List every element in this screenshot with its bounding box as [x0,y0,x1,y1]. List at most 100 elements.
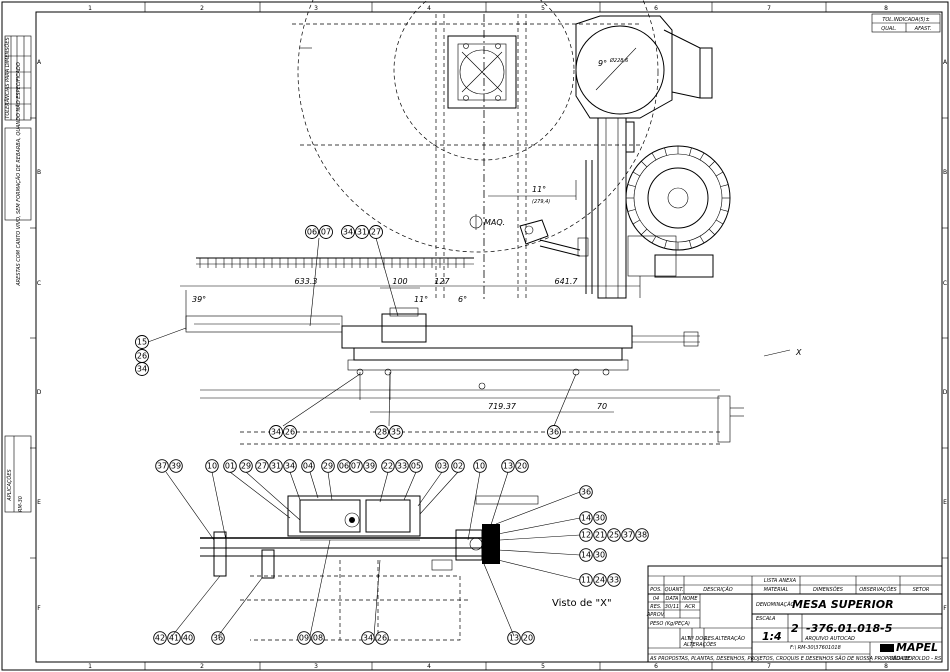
section-balloon-right-30-circle [593,511,607,525]
section-balloon-right-14: 14 [581,551,591,560]
section-balloon-top-37: 37 [157,462,167,471]
gear-tooth [632,171,641,177]
balloon-26b: 26 [285,428,295,437]
escala-value: 1:4 [762,630,782,643]
section-balloon-right-30: 30 [595,514,605,523]
zone-col-4: 4 [427,5,431,12]
section-balloon-top-27: 27 [257,462,267,471]
zone-row-c: C [37,280,41,287]
gear-tooth [627,184,636,187]
gear-tooth [708,161,715,168]
section-balloon-top-01: 01 [225,462,235,471]
section-balloon-bottom-34: 34 [363,634,373,643]
denominacao-label: DENOMINAÇÃO [756,601,795,608]
toothed-strip [196,257,474,268]
gear-tooth [664,240,667,249]
balloon-27: 27 [371,228,381,237]
zone-ticks [30,2,948,670]
balloon-34: 34 [343,228,353,237]
upper-housing [447,35,517,109]
section-balloon-top-39-circle [169,459,183,473]
section-balloon-right-25: 25 [609,531,619,540]
section-balloon-right-25-circle [607,528,621,542]
angle-39: 39° [192,295,206,304]
top-balloons: 06 07 34 31 27 15 26 34 34 26 28 35 36 [135,225,561,439]
gear-tooth [699,152,705,161]
balloon-34-26-lower: 34 26 [269,425,297,439]
zone-col-7: 7 [767,5,771,12]
zone-col-3-bottom: 3 [314,663,318,670]
tolerance-qual: QUAL. [881,26,896,32]
section-balloon-top-31-circle [269,459,283,473]
angle-6: 6° [458,295,467,304]
section-balloon-top-33-circle [395,459,409,473]
balloon-28: 28 [377,428,387,437]
balloon-31: 31 [357,228,367,237]
section-balloon-top-39: 39 [365,462,375,471]
balloon-36: 36 [549,428,559,437]
zone-col-2: 2 [200,5,204,12]
gear-tooth [651,152,657,161]
zone-row-b-right: B [943,169,947,176]
cl-label: MAQ. [484,218,505,227]
company-name: MAPEL [896,641,938,654]
balloon-35: 35 [391,428,401,437]
section-balloon-right-24: 24 [595,576,605,585]
zone-row-e: E [37,499,41,506]
arquivo-label: ARQUIVO AUTOCAD [804,636,855,642]
gear-tooth [720,184,729,187]
section-balloon-bottom-34-circle [361,631,375,645]
zone-row-f: F [37,605,41,612]
company-city: SÃO LEOPOLDO - RS [890,655,942,662]
section-leaders [165,471,581,637]
zone-col-3: 3 [314,5,318,12]
section-balloon-right-30: 30 [595,551,605,560]
balloon-26: 26 [137,352,147,361]
zone-col-8: 8 [884,5,888,12]
balloon-06-07: 06 07 [305,225,333,239]
section-balloon-top-03: 03 [437,462,447,471]
gear-tooth [641,161,648,168]
hdr-observacoes: OBSERVAÇÕES [859,586,897,593]
zone-col-1: 1 [88,5,92,12]
section-balloon-bottom-40: 40 [183,634,193,643]
section-balloon-bottom-36-circle [211,631,225,645]
section-balloon-top-29: 29 [323,462,333,471]
gear-tooth [715,171,724,177]
zone-row-d: D [37,389,42,396]
section-balloon-bottom-26-circle [375,631,389,645]
dim-641: 641.7 [555,277,579,286]
tolerance-title: TOL.INDICADA(5)± [882,17,929,23]
section-balloon-bottom-40-circle [181,631,195,645]
section-balloon-top-31: 31 [271,462,281,471]
section-balloon-bottom-09-circle [297,631,311,645]
phantom-machine-outline [292,0,659,300]
balloon-06: 06 [307,228,317,237]
gear-tooth [627,209,636,212]
zone-col-6: 6 [654,5,658,12]
zone-row-b: B [37,169,41,176]
alteracoes-label: ALTERAÇÕES [683,641,718,648]
section-view: Visto de "X" [200,495,612,641]
zone-row-e-right: E [943,499,947,506]
rev-data: DATA [666,596,680,602]
lista-anexa: LISTA ANEXA [764,578,797,584]
zone-row-d-right: D [943,389,948,396]
zone-row-f-right: F [943,605,947,612]
section-balloon-top-10: 10 [207,462,217,471]
section-balloon-top-29: 29 [241,462,251,471]
section-balloon-right-30-circle [593,548,607,562]
vertical-column [585,117,714,299]
zone-col-5-bottom: 5 [541,663,545,670]
balloon-34-31-27: 34 31 27 [341,225,383,239]
section-balloon-bottom-09: 09 [299,634,309,643]
section-balloon-top-39-circle [363,459,377,473]
gear-tooth [689,147,692,156]
dim-11-top: 11° (279,4) [488,180,577,205]
rev-res: RES. [650,604,661,610]
zone-col-1-bottom: 1 [88,663,92,670]
section-balloon-right-33: 33 [609,576,619,585]
dim-70: 70 [597,402,607,411]
balloon-34b: 34 [137,365,147,374]
